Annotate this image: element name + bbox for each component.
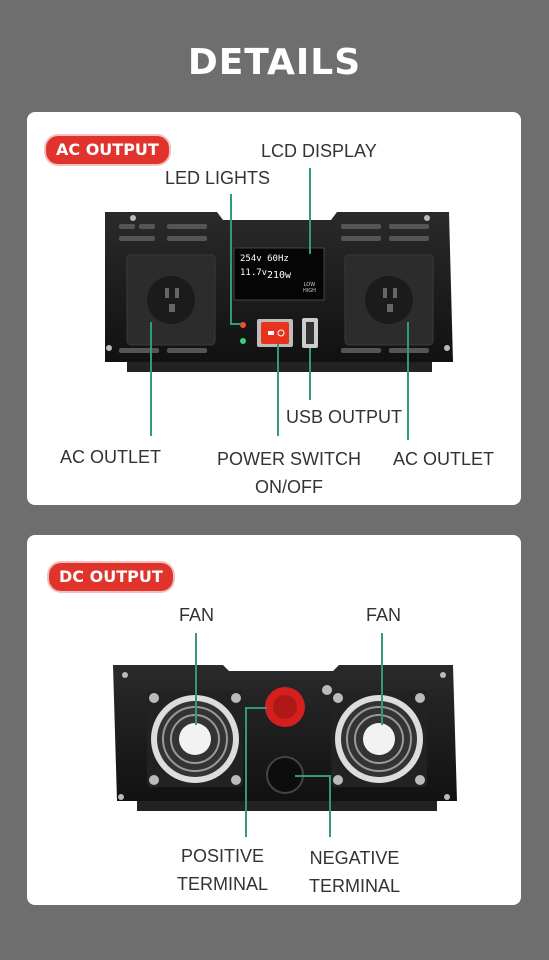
- led-leader-vertical: [230, 194, 232, 324]
- power-switch: [261, 322, 289, 344]
- negative-terminal-label: NEGATIVE TERMINAL: [309, 844, 400, 900]
- right-fan: [331, 691, 427, 787]
- ac-inverter-illustration: [105, 212, 453, 372]
- led-lights-label: LED LIGHTS: [165, 168, 271, 188]
- dc-output-badge: DC OUTPUT: [49, 563, 173, 591]
- lcd-high: HIGH: [303, 288, 316, 294]
- power-switch-label-line2: ON/OFF: [255, 477, 323, 497]
- negative-terminal-label-line2: TERMINAL: [309, 876, 401, 896]
- switch-leader: [277, 344, 279, 436]
- device-base: [127, 362, 432, 372]
- lcd-frequency: 60Hz: [267, 254, 289, 264]
- lcd-power: 210w: [267, 270, 292, 281]
- positive-leader-vertical: [245, 707, 247, 837]
- fan-left-leader: [195, 633, 197, 725]
- negative-terminal-label-line1: NEGATIVE: [309, 848, 400, 868]
- dc-screws: [118, 672, 450, 800]
- ac-output-badge: AC OUTPUT: [46, 136, 169, 164]
- top-vents: [119, 224, 429, 241]
- left-fan: [147, 691, 243, 787]
- lcd-screen: [233, 247, 325, 301]
- dc-output-card: DC OUTPUT FAN FAN: [27, 535, 521, 905]
- usb-output-label: USB OUTPUT: [286, 407, 403, 427]
- negative-leader-vertical: [329, 775, 331, 837]
- lcd-display-label: LCD DISPLAY: [261, 141, 377, 161]
- power-switch-label: POWER SWITCH ON/OFF: [217, 445, 361, 501]
- fan-left-label: FAN: [179, 605, 215, 625]
- lcd-low: LOW: [303, 282, 316, 288]
- power-switch-label-line1: POWER SWITCH: [217, 449, 361, 469]
- positive-terminal-label-line1: POSITIVE: [180, 846, 265, 866]
- ac-outlet-right-label: AC OUTLET: [393, 449, 495, 469]
- ac-outlet-left-label: AC OUTLET: [60, 447, 162, 467]
- fan-right-label: FAN: [366, 605, 402, 625]
- positive-terminal-label-line2: TERMINAL: [177, 874, 269, 894]
- positive-leader-horizontal: [245, 707, 267, 709]
- screws: [106, 215, 450, 351]
- fan-right-leader: [381, 633, 383, 725]
- left-outlet-leader: [150, 322, 152, 436]
- page-title: DETAILS: [187, 42, 362, 83]
- positive-terminal-label: POSITIVE TERMINAL: [177, 842, 268, 898]
- dc-device-base: [137, 801, 437, 811]
- ac-output-card: AC OUTPUT LCD DISPLAY LED LIGHTS: [27, 112, 521, 505]
- led-green: [240, 338, 246, 344]
- negative-leader-horizontal: [295, 775, 331, 777]
- lcd-voltage-in: 254v: [240, 254, 262, 264]
- led-leader-horizontal: [230, 323, 242, 325]
- dc-inverter-illustration: [113, 665, 457, 811]
- lcd-voltage-out: 11.7v: [240, 268, 268, 278]
- lcd-leader: [309, 168, 311, 254]
- usb-leader: [309, 348, 311, 400]
- bottom-vents: [119, 348, 429, 353]
- right-outlet-leader: [407, 322, 409, 440]
